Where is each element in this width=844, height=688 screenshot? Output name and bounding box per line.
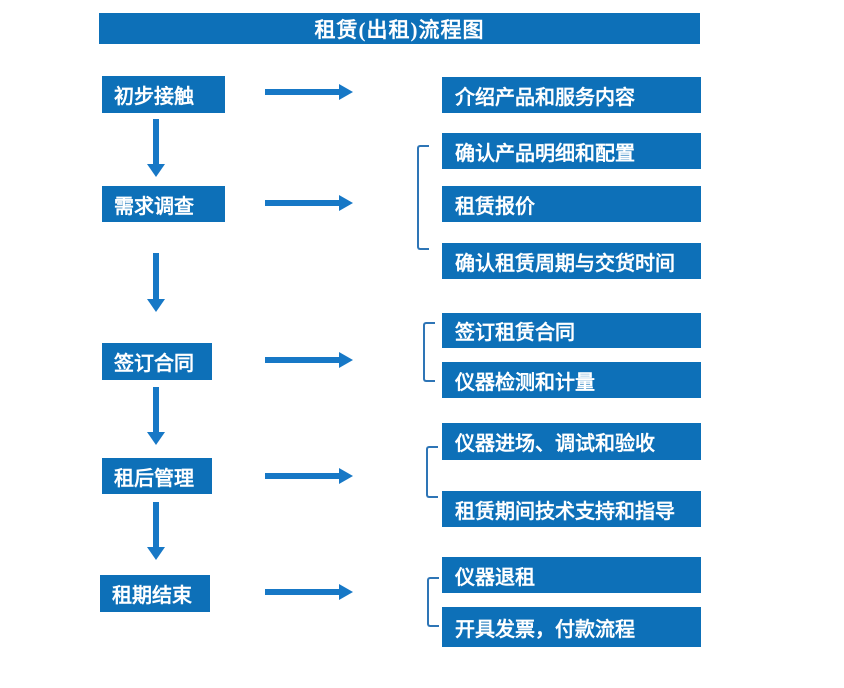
arrow-head-icon bbox=[147, 164, 165, 177]
step-box-demand-survey: 需求调查 bbox=[102, 186, 225, 222]
right-arrow bbox=[265, 352, 353, 368]
item-box-instrument-testing: 仪器检测和计量 bbox=[442, 362, 701, 398]
group-bracket bbox=[417, 145, 429, 250]
item-box-instrument-setup: 仪器进场、调试和验收 bbox=[442, 423, 701, 460]
down-arrow bbox=[147, 119, 165, 177]
arrow-shaft bbox=[153, 119, 159, 165]
step-box-post-rental: 租后管理 bbox=[102, 458, 212, 494]
arrow-head-icon bbox=[147, 432, 165, 445]
down-arrow bbox=[147, 502, 165, 560]
arrow-shaft bbox=[265, 589, 340, 595]
right-arrow bbox=[265, 468, 353, 484]
group-bracket bbox=[427, 577, 439, 627]
title-bar: 租赁(出租)流程图 bbox=[99, 13, 700, 44]
item-box-sign-rental-contract: 签订租赁合同 bbox=[442, 313, 701, 348]
arrow-shaft bbox=[265, 357, 340, 363]
item-box-invoice-payment: 开具发票，付款流程 bbox=[442, 607, 701, 647]
group-bracket bbox=[423, 322, 435, 382]
down-arrow bbox=[147, 253, 165, 312]
arrow-shaft bbox=[153, 502, 159, 548]
step-box-sign-contract: 签订合同 bbox=[102, 343, 212, 380]
item-box-instrument-return: 仪器退租 bbox=[442, 557, 701, 593]
step-box-rental-end: 租期结束 bbox=[100, 575, 210, 612]
right-arrow bbox=[265, 84, 353, 100]
arrow-head-icon bbox=[339, 352, 353, 368]
arrow-shaft bbox=[265, 473, 340, 479]
arrow-head-icon bbox=[147, 299, 165, 312]
step-box-initial-contact: 初步接触 bbox=[102, 76, 225, 113]
group-bracket bbox=[426, 446, 438, 498]
arrow-head-icon bbox=[339, 195, 353, 211]
item-box-rental-quote: 租赁报价 bbox=[442, 186, 701, 222]
arrow-shaft bbox=[265, 89, 340, 95]
arrow-shaft bbox=[153, 387, 159, 433]
arrow-head-icon bbox=[339, 468, 353, 484]
arrow-head-icon bbox=[339, 584, 353, 600]
arrow-head-icon bbox=[147, 547, 165, 560]
item-box-tech-support: 租赁期间技术支持和指导 bbox=[442, 491, 701, 527]
item-box-confirm-period: 确认租赁周期与交货时间 bbox=[442, 243, 701, 279]
right-arrow bbox=[265, 584, 353, 600]
arrow-shaft bbox=[153, 253, 159, 300]
item-box-introduce-products: 介绍产品和服务内容 bbox=[442, 77, 701, 113]
down-arrow bbox=[147, 387, 165, 445]
right-arrow bbox=[265, 195, 353, 211]
item-box-confirm-details: 确认产品明细和配置 bbox=[442, 133, 701, 169]
arrow-head-icon bbox=[339, 84, 353, 100]
arrow-shaft bbox=[265, 200, 340, 206]
